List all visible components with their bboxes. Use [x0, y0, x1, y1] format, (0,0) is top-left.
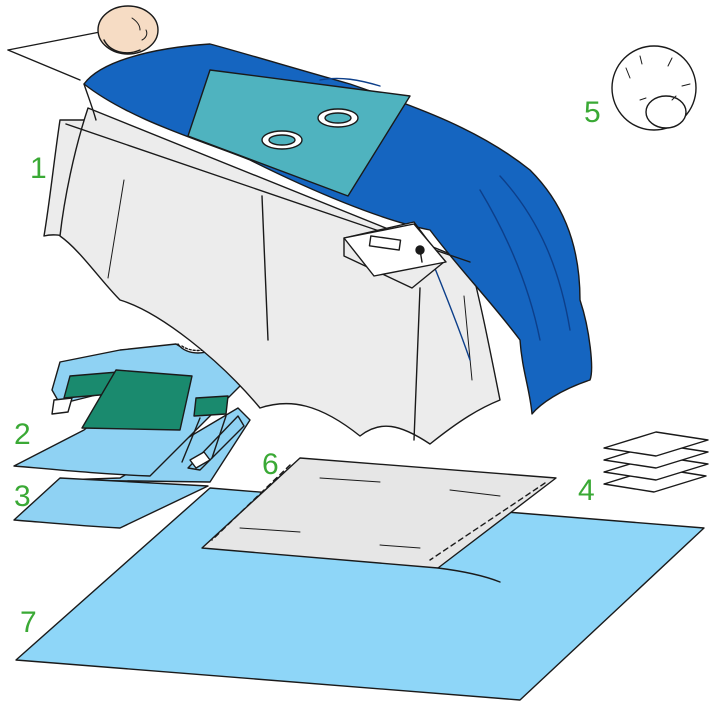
sheet-7 — [15, 487, 705, 701]
patient-drape-1 — [7, 5, 593, 445]
label-1: 1 — [30, 152, 47, 185]
cap-5 — [611, 45, 697, 131]
label-3: 3 — [14, 480, 31, 513]
gown-2 — [13, 341, 250, 477]
label-4: 4 — [578, 474, 595, 507]
label-7: 7 — [20, 606, 37, 639]
label-5: 5 — [584, 96, 601, 129]
label-6: 6 — [262, 448, 279, 481]
towels-4 — [603, 431, 709, 493]
label-2: 2 — [14, 418, 31, 451]
table-cover-6 — [201, 457, 557, 583]
